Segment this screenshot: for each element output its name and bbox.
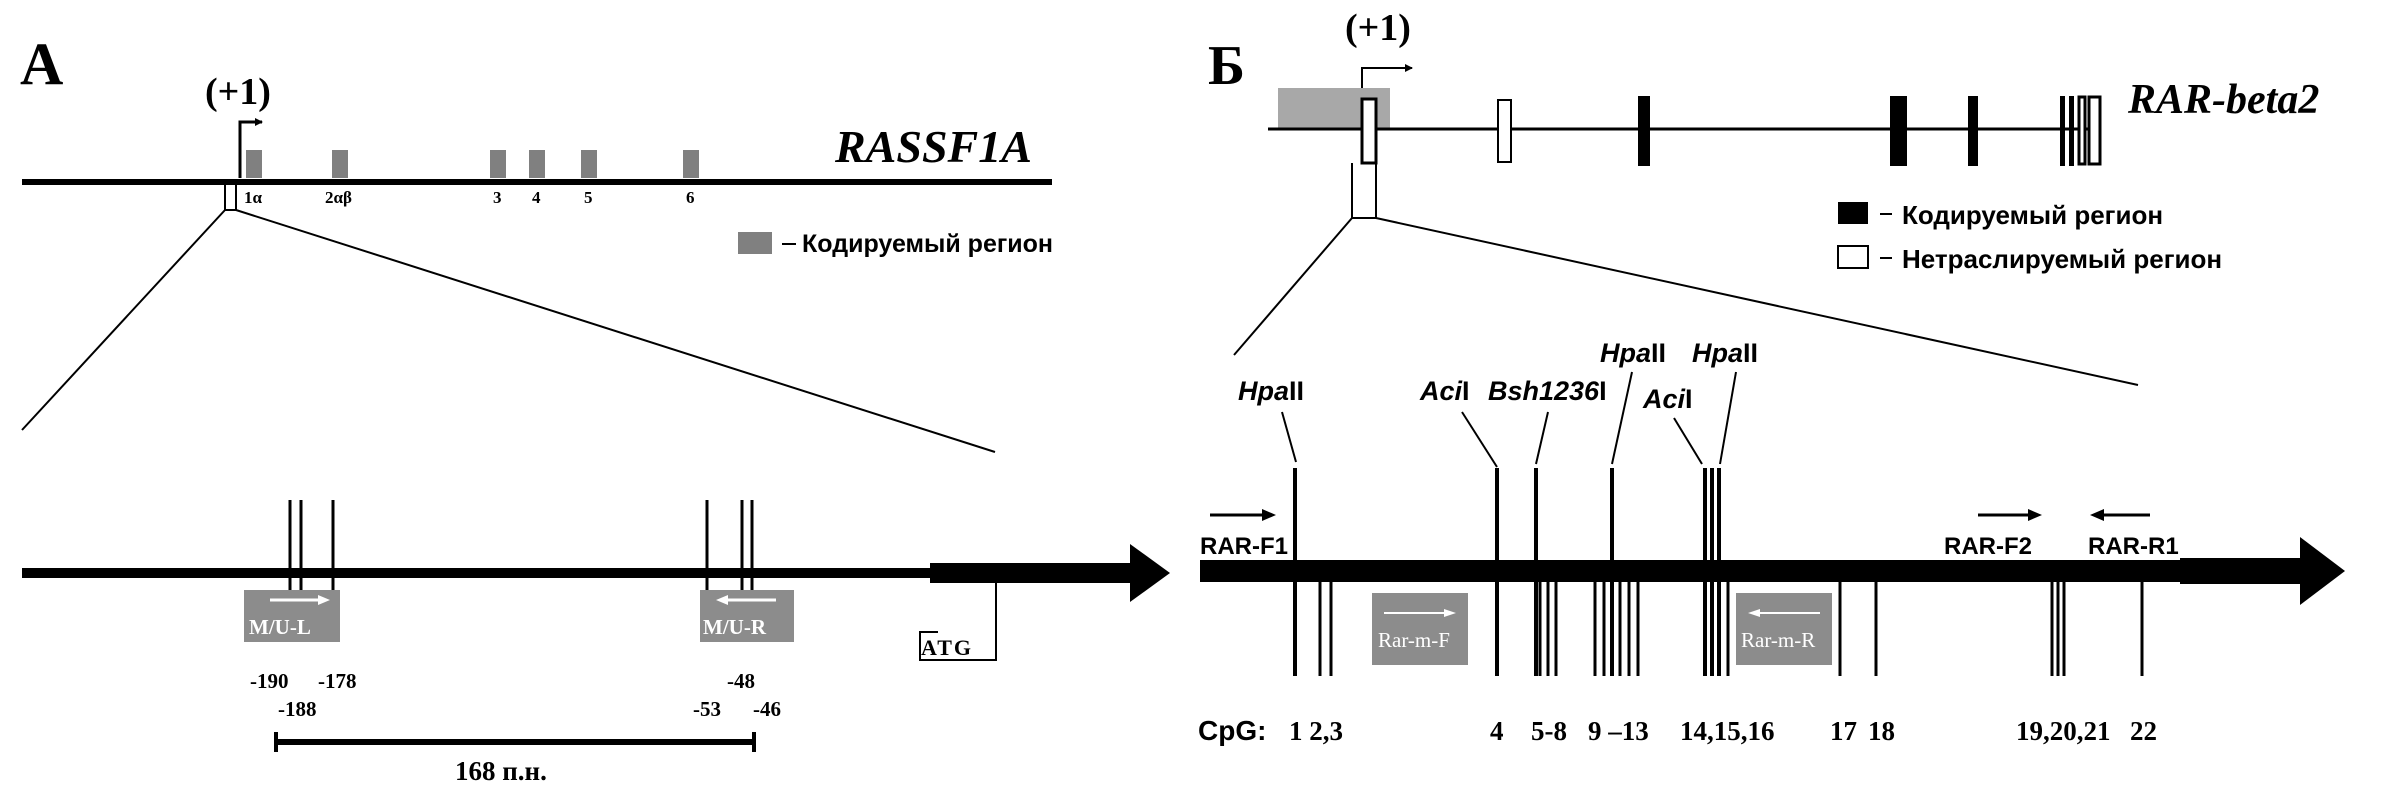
panel-a-atg-bar [930, 563, 1140, 583]
panel-b-coding-exon [2060, 96, 2065, 166]
panel-b-primer-f1-label: RAR-F1 [1200, 533, 1288, 560]
panel-b-cpg-group: 14,15,16 [1680, 716, 1775, 746]
panel-b: Б (+1) RAR-beta2 Кодируемый регион Нетра… [1198, 7, 2345, 746]
panel-a-zoom-line-left [21, 209, 226, 431]
panel-a: А (+1) RASSF1A 1α 2αβ 3 4 5 6 Кодируемый… [20, 31, 1170, 786]
panel-a-amplicon-label: 168 п.н. [455, 756, 547, 786]
panel-b-utr-exon [1360, 97, 1378, 165]
panel-b-primer-rar-m-f: Rar-m-F [1372, 593, 1468, 665]
panel-b-enzyme-leader [1719, 371, 1737, 465]
panel-b-utr-exon [2087, 95, 2102, 166]
panel-a-pos-188: -188 [278, 697, 317, 721]
panel-a-letter: А [20, 31, 63, 97]
panel-a-exon-4 [529, 150, 545, 178]
panel-b-enzyme-leader [1673, 417, 1703, 465]
panel-b-coding-exon [1638, 96, 1650, 166]
panel-b-cpg-group: 5-8 [1531, 716, 1567, 746]
panel-a-pos-178: -178 [318, 669, 357, 693]
panel-b-zoom-bracket [1351, 163, 1377, 219]
panel-a-exon-6-label: 6 [686, 188, 695, 207]
panel-a-tss-arrow [238, 118, 263, 178]
panel-a-exon-1a-label: 1α [244, 188, 263, 207]
panel-a-pos-53: -53 [693, 697, 721, 721]
panel-b-primer-f1: RAR-F1 [1200, 509, 1288, 560]
panel-a-exon-1a [246, 150, 262, 178]
panel-b-cpg-group: 18 [1868, 716, 1895, 746]
panel-b-primer-r1-label: RAR-R1 [2088, 533, 2179, 560]
panel-a-promoter-arrowhead [1130, 544, 1170, 602]
panel-b-legend-utr-swatch [1837, 245, 1869, 269]
panel-b-enzyme-leader [1611, 371, 1633, 465]
panel-b-coding-exon [1968, 96, 1978, 166]
panel-a-exon-4-label: 4 [532, 188, 541, 207]
panel-b-primer-f2: RAR-F2 [1944, 509, 2042, 560]
panel-b-primer-rar-m-f-label: Rar-m-F [1378, 628, 1450, 652]
panel-a-pos-190: -190 [250, 669, 289, 693]
panel-b-legend-coding-label: Кодируемый регион [1902, 200, 2163, 230]
panel-a-atg-label: ATG [921, 635, 973, 660]
panel-b-cpg-group: 19,20,21 [2016, 716, 2111, 746]
panel-a-pos-46: -46 [753, 697, 781, 721]
panel-b-letter: Б [1208, 35, 1245, 97]
panel-b-enzyme-bsh1236i: Bsh1236I [1488, 376, 1607, 406]
panel-a-exon-2ab-label: 2αβ [325, 188, 352, 207]
panel-b-enzyme-hpaii: HpaII [1238, 376, 1304, 406]
panel-b-cpg-group: 22 [2130, 716, 2157, 746]
panel-b-enzyme-leader [1281, 411, 1297, 463]
panel-b-legend-coding-swatch [1838, 202, 1868, 224]
panel-b-zoom-line-right [1375, 217, 2139, 386]
panel-a-legend-label: Кодируемый регион [802, 230, 1053, 258]
panel-a-primer-right-label: M/U-R [703, 615, 767, 639]
panel-b-coding-exon [2069, 96, 2074, 166]
panel-b-primer-rar-m-r-label: Rar-m-R [1741, 628, 1815, 652]
panel-b-enzyme-leader [1461, 411, 1498, 468]
panel-b-cpg-group: 9 –13 [1588, 716, 1649, 746]
panel-b-utr-exon [2077, 95, 2087, 166]
panel-a-exon-3-label: 3 [493, 188, 502, 207]
panel-a-primer-left: M/U-L [244, 590, 340, 642]
panel-b-utr-exon [1497, 99, 1512, 163]
panel-a-zoom-bracket [224, 182, 237, 211]
panel-a-gene-name: RASSF1A [834, 121, 1032, 172]
panel-b-enzyme-hpaii: HpaII [1600, 338, 1666, 368]
panel-a-exon-5 [581, 150, 597, 178]
panel-b-primer-rar-m-r: Rar-m-R [1736, 593, 1832, 665]
panel-a-primer-right: M/U-R [700, 590, 794, 642]
panel-a-pos-48: -48 [727, 669, 755, 693]
panel-b-promoter-arrowhead [2300, 537, 2345, 605]
panel-b-arrow-tail [2180, 558, 2310, 584]
panel-b-enzyme-hpaii: HpaII [1692, 338, 1758, 368]
panel-a-atg-callout [919, 583, 997, 661]
panel-a-exon-3 [490, 150, 506, 178]
panel-b-cpg-label: CpG: [1198, 715, 1266, 746]
panel-a-exon-2ab [332, 150, 348, 178]
panel-b-zoom-line-left [1233, 217, 1353, 356]
panel-b-enzyme-acii: AciI [1419, 376, 1470, 406]
panel-a-exon-5-label: 5 [584, 188, 593, 207]
panel-b-cpg-group: 1 2,3 [1289, 716, 1343, 746]
panel-b-cpg-group: 4 [1490, 716, 1504, 746]
panel-a-zoom-line-right [235, 209, 996, 453]
panel-b-coding-exon [1890, 96, 1907, 166]
panel-a-tss-label: (+1) [205, 71, 271, 113]
panel-b-legend-utr-label: Нетраслируемый регион [1902, 244, 2222, 274]
panel-a-exon-6 [683, 150, 699, 178]
panel-b-tss-label: (+1) [1345, 7, 1411, 49]
panel-b-enzyme-acii: AciI [1642, 384, 1693, 414]
panel-a-legend-swatch [738, 232, 772, 254]
panel-a-primer-left-label: M/U-L [249, 615, 311, 639]
panel-b-gene-name: RAR-beta2 [2127, 77, 2319, 123]
panel-b-enzyme-leader [1535, 411, 1549, 465]
panel-b-primer-r1: RAR-R1 [2088, 509, 2179, 560]
panel-b-cpg-group: 17 [1830, 716, 1857, 746]
panel-b-primer-f2-label: RAR-F2 [1944, 533, 2032, 560]
